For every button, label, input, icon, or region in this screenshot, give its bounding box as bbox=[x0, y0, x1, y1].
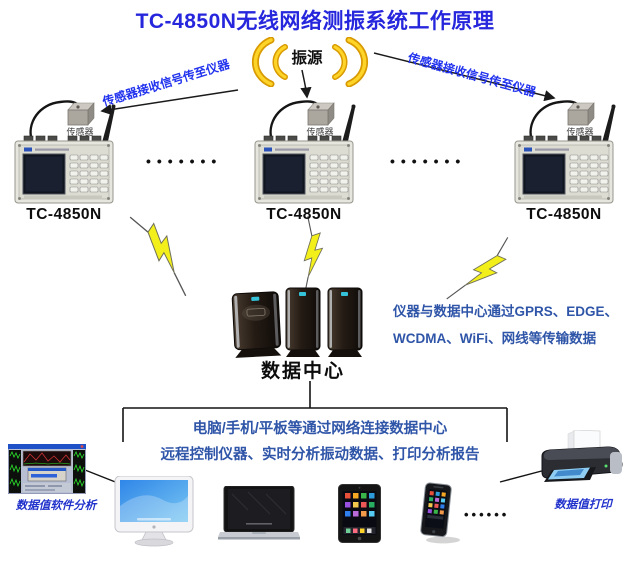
sensor-label: 传感器 bbox=[566, 127, 594, 137]
page-title: TC-4850N无线网络测振系统工作原理 bbox=[135, 10, 495, 33]
station-right: 传感器 TC-4850N bbox=[512, 96, 630, 228]
laptop-icon bbox=[218, 486, 300, 540]
vibration-waves-icon bbox=[251, 37, 369, 87]
right-signal-line bbox=[373, 52, 556, 102]
ellipsis-dots-bottom: •••••• bbox=[464, 507, 510, 522]
station-left: 传感器 TC-4850N bbox=[12, 96, 152, 228]
instrument-with-sensor-icon bbox=[13, 100, 117, 205]
ellipsis-dots-left: ••••••• bbox=[146, 153, 223, 169]
analysis-software-icon bbox=[8, 444, 86, 494]
tablet-icon bbox=[338, 484, 381, 543]
printer-label: 数据值打印 bbox=[554, 499, 612, 511]
client-note-line1: 电脑/手机/平板等通过网络连接数据中心 bbox=[192, 421, 448, 437]
station-middle: 传感器 TC-4850N bbox=[252, 96, 392, 228]
ellipsis-dots-right: ••••••• bbox=[390, 153, 467, 169]
instrument-with-sensor-icon bbox=[253, 100, 357, 205]
transfer-note-line1: 仪器与数据中心通过GPRS、EDGE、 bbox=[393, 304, 619, 319]
data-center-label: 数据中心 bbox=[260, 361, 345, 382]
analysis-label: 数据值软件分析 bbox=[15, 500, 97, 512]
source-down-arrow bbox=[300, 69, 312, 99]
desktop-computer-icon bbox=[114, 476, 194, 547]
sensor-label: 传感器 bbox=[66, 127, 94, 137]
device-label: TC-4850N bbox=[26, 206, 102, 223]
client-bracket bbox=[122, 381, 508, 442]
sensor-label: 传感器 bbox=[306, 127, 334, 137]
instrument-with-sensor-icon bbox=[513, 100, 617, 205]
device-label: TC-4850N bbox=[266, 206, 342, 223]
device-label: TC-4850N bbox=[526, 206, 602, 223]
transfer-note-line2: WCDMA、WiFi、网线等传输数据 bbox=[393, 331, 597, 346]
server-towers-icon bbox=[231, 287, 363, 358]
smartphone-icon bbox=[420, 482, 460, 544]
printer-icon bbox=[541, 430, 623, 482]
left-signal-line bbox=[100, 89, 239, 116]
vibration-source-label: 振源 bbox=[291, 50, 323, 67]
lightning-bolt-right bbox=[446, 232, 520, 314]
client-note-line2: 远程控制仪器、实时分析振动数据、打印分析报告 bbox=[160, 447, 480, 463]
